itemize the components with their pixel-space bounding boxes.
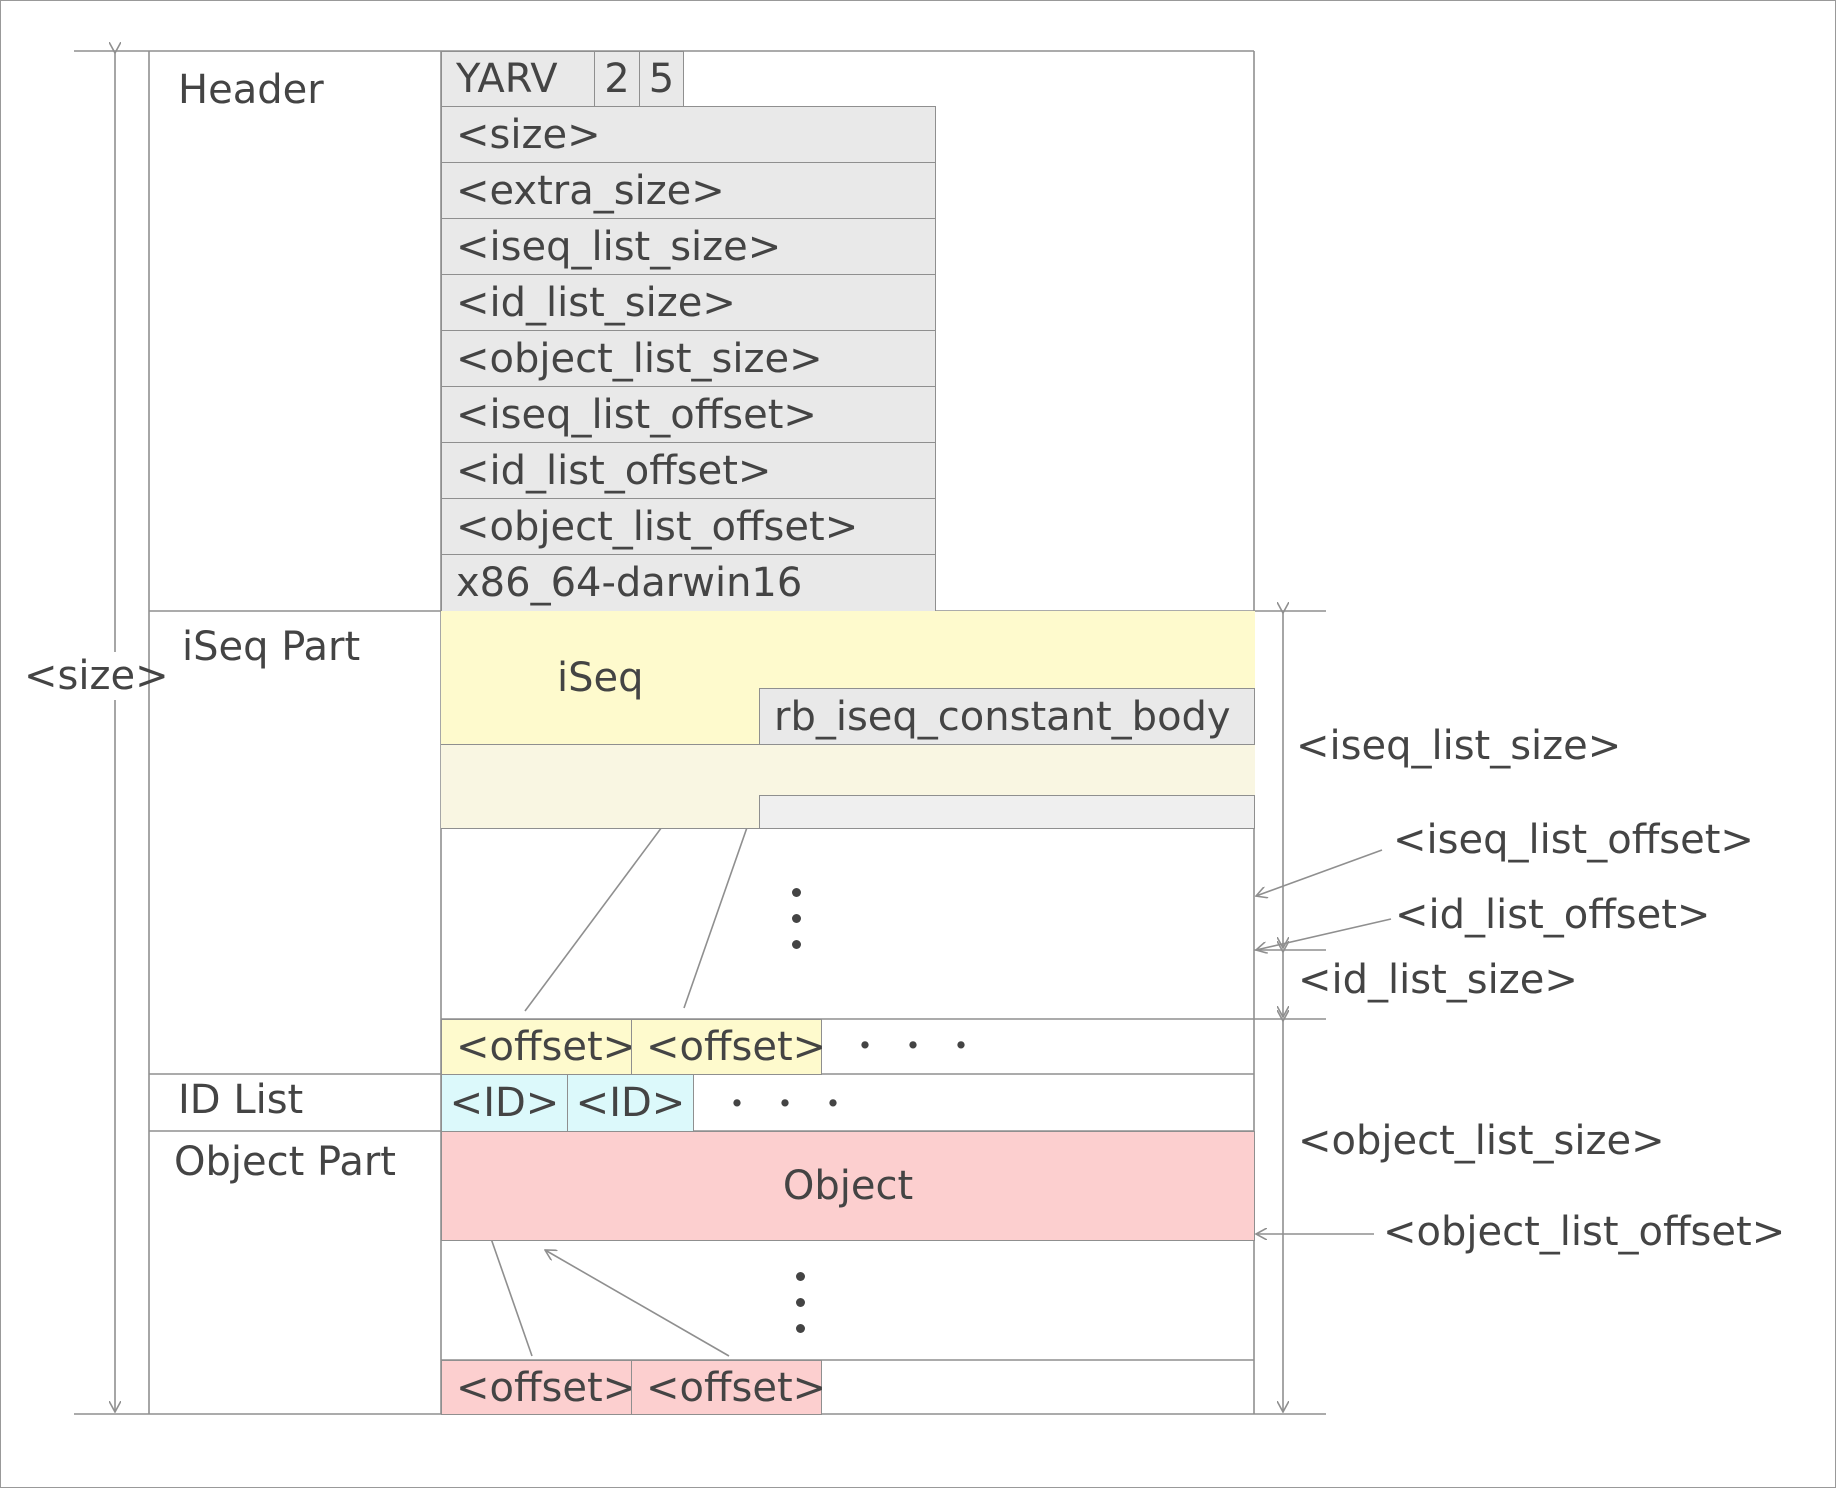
object-offset-2-arrow (545, 1250, 730, 1357)
iseq-list-offset-label: <iseq_list_offset> (1393, 817, 1754, 863)
total-size-label: <size> (24, 653, 169, 699)
iseq-offsets-continuation: ・・・ (848, 1027, 992, 1067)
id-list-size-label: <id_list_size> (1298, 957, 1578, 1003)
iseq-label: iSeq (557, 655, 644, 701)
header-row-iseq-list-size: <iseq_list_size> (441, 218, 936, 275)
rb-iseq-constant-body-cell: rb_iseq_constant_body (759, 688, 1255, 745)
header-section-label: Header (178, 67, 324, 113)
object-offset-cell-1: <offset> (441, 1360, 636, 1415)
id-list-offset-label: <id_list_offset> (1395, 892, 1711, 938)
id-list-offset-arrow (1256, 918, 1392, 950)
header-row-id-list-offset: <id_list_offset> (441, 442, 936, 499)
object-part-section-label: Object Part (174, 1139, 396, 1185)
iseq-vertical-ellipsis (790, 888, 802, 966)
header-row-object-list-offset: <object_list_offset> (441, 498, 936, 555)
object-block: Object (441, 1131, 1255, 1241)
id-list-continuation: ・・・ (720, 1085, 864, 1125)
second-constant-body-cell (759, 795, 1255, 829)
id-list-section-label: ID List (178, 1077, 304, 1123)
iseq-offset-cell-2: <offset> (631, 1019, 826, 1075)
header-row-iseq-list-offset: <iseq_list_offset> (441, 386, 936, 443)
object-offset-cell-2: <offset> (631, 1360, 826, 1415)
iseq-list-offset-arrow (1256, 849, 1383, 896)
yarv-magic-cell: YARV (441, 51, 595, 107)
header-row-object-list-size: <object_list_size> (441, 330, 936, 387)
header-row-size: <size> (441, 106, 936, 163)
header-row-extra-size: <extra_size> (441, 162, 936, 219)
iseq-offset-cell-1: <offset> (441, 1019, 636, 1075)
object-list-size-label: <object_list_size> (1298, 1118, 1665, 1164)
iseq-part-section-label: iSeq Part (182, 624, 361, 670)
object-list-offset-label: <object_list_offset> (1383, 1209, 1786, 1255)
header-row-id-list-size: <id_list_size> (441, 274, 936, 331)
header-row-platform: x86_64-darwin16 (441, 554, 936, 612)
object-vertical-ellipsis (794, 1272, 806, 1350)
id-entry-cell-1: <ID> (441, 1074, 568, 1132)
id-entry-cell-2: <ID> (567, 1074, 694, 1132)
iseq-list-size-label: <iseq_list_size> (1296, 723, 1622, 769)
minor-version-cell: 5 (639, 51, 684, 107)
major-version-cell: 2 (594, 51, 640, 107)
